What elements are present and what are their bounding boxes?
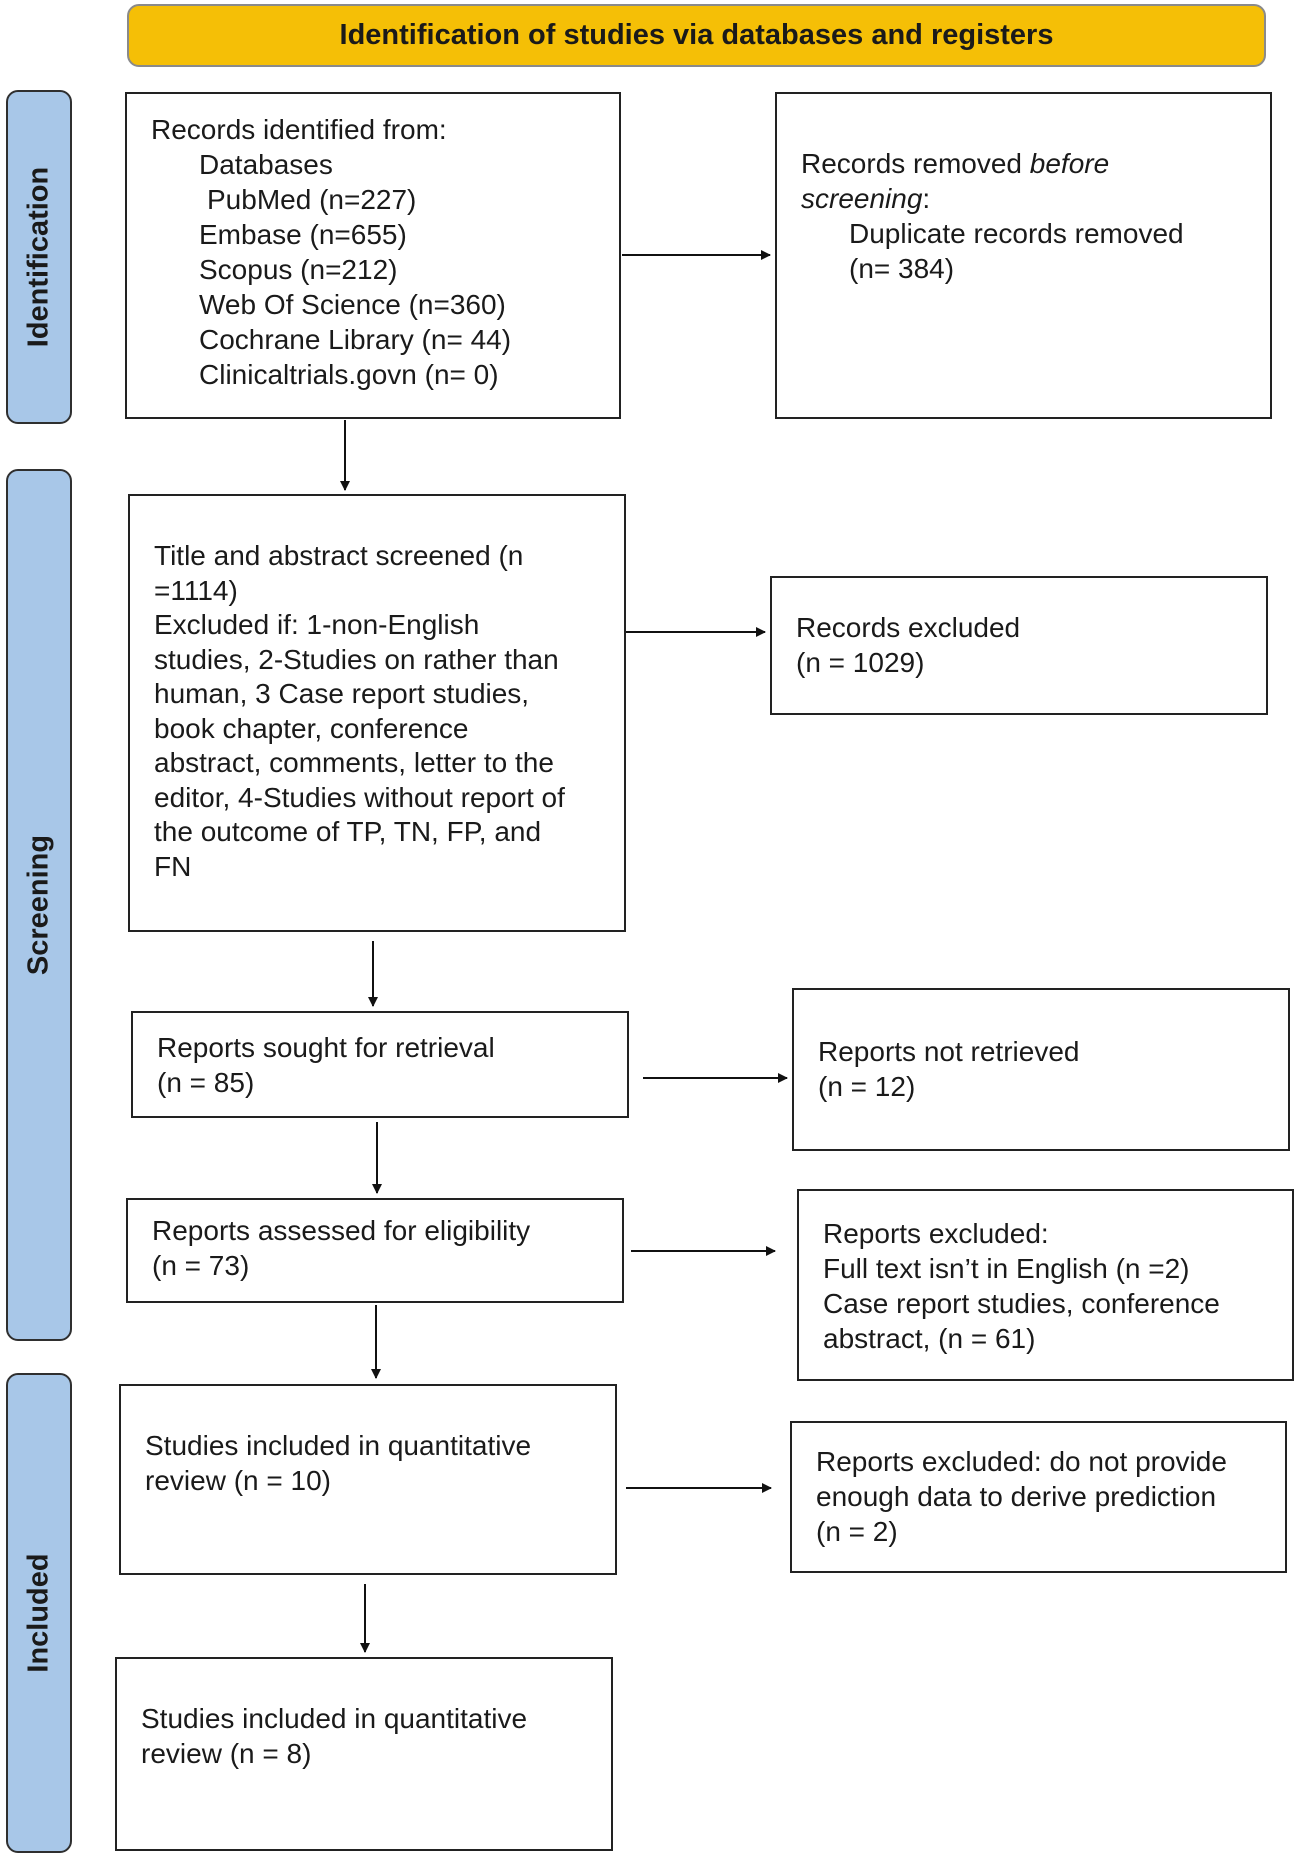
title-abstract-line: Excluded if: 1-non-English [154,609,480,640]
title-abstract-line: book chapter, conference [154,712,469,744]
source-scopus: Scopus (n=212) [199,254,398,285]
reports-excluded-1-line: abstract, (n = 61) [823,1323,1036,1354]
reports-not-retrieved-count: (n = 12) [818,1071,916,1102]
studies-included-1-line2: review (n = 10) [145,1465,331,1496]
records-removed-colon: : [922,183,931,214]
title-abstract-line: the outcome of TP, TN, FP, and [154,816,542,847]
records-removed-heading: Records removed before [801,146,1270,181]
reports-sought-count: (n = 85) [157,1067,255,1098]
studies-included-1-line1: Studies included in quantitative [145,1430,532,1461]
title-abstract-line: abstract, comments, letter to the [154,747,554,778]
reports-assessed-label: Reports assessed for eligibility [152,1215,531,1246]
stage-screening: Screening [6,469,72,1341]
title-abstract-line: editor, 4-Studies without report of [154,781,565,813]
reports-excluded-1-line: Reports excluded: [823,1218,1049,1249]
studies-included-1-box: Studies included in quantitative review … [119,1384,617,1575]
records-identified-heading: Records identified from: [151,114,447,145]
header-title: Identification of studies via databases … [339,19,1054,51]
records-removed-heading-italic-2: screening [801,183,923,214]
reports-excluded-1-line: Full text isn’t in English (n =2) [823,1253,1190,1284]
reports-excluded-2-line: Reports excluded: do not provide [816,1446,1227,1477]
studies-included-2-line1: Studies included in quantitative [141,1703,528,1734]
reports-sought-box: Reports sought for retrieval (n = 85) [131,1011,629,1118]
title-abstract-line: human, 3 Case report studies, [154,678,530,709]
records-excluded-label: Records excluded [796,612,1021,643]
source-web-of-science: Web Of Science (n=360) [199,289,506,320]
source-clinicaltrials: Clinicaltrials.govn (n= 0) [199,359,499,390]
reports-not-retrieved-label: Reports not retrieved [818,1036,1080,1067]
reports-excluded-1-box: Reports excluded: Full text isn’t in Eng… [797,1189,1294,1381]
databases-label: Databases [199,149,333,180]
records-removed-heading-2: screening: [801,181,1270,216]
records-excluded-box: Records excluded (n = 1029) [770,576,1268,715]
records-removed-heading-italic: before [1029,148,1110,179]
studies-included-2-box: Studies included in quantitative review … [115,1657,613,1851]
records-removed-heading-plain: Records removed [801,148,1030,179]
title-abstract-line: Title and abstract screened (n [154,540,524,571]
source-cochrane: Cochrane Library (n= 44) [199,324,512,355]
reports-assessed-box: Reports assessed for eligibility (n = 73… [126,1198,624,1303]
duplicate-records-count: (n= 384) [849,253,955,284]
duplicate-records-label: Duplicate records removed [849,218,1184,249]
reports-excluded-1-line: Case report studies, conference [823,1288,1220,1319]
header-banner: Identification of studies via databases … [127,4,1266,67]
records-excluded-count: (n = 1029) [796,647,925,678]
source-pubmed: PubMed (n=227) [207,184,417,215]
title-abstract-line: studies, 2-Studies on rather than [154,643,559,675]
reports-excluded-2-box: Reports excluded: do not provide enough … [790,1421,1287,1573]
reports-assessed-count: (n = 73) [152,1250,250,1281]
records-removed-box: Records removed before screening: Duplic… [775,92,1272,419]
reports-excluded-2-line: (n = 2) [816,1516,898,1547]
reports-sought-label: Reports sought for retrieval [157,1032,495,1063]
title-abstract-line: =1114) [154,574,238,606]
reports-excluded-2-line: enough data to derive prediction [816,1481,1217,1512]
reports-not-retrieved-box: Reports not retrieved (n = 12) [792,988,1290,1151]
studies-included-2-line2: review (n = 8) [141,1738,312,1769]
source-embase: Embase (n=655) [199,219,407,250]
title-abstract-box: Title and abstract screened (n =1114) Ex… [128,494,626,932]
title-abstract-line: FN [154,850,192,882]
stage-included: Included [6,1373,72,1853]
records-identified-box: Records identified from: Databases PubMe… [125,92,621,419]
stage-identification: Identification [6,90,72,424]
